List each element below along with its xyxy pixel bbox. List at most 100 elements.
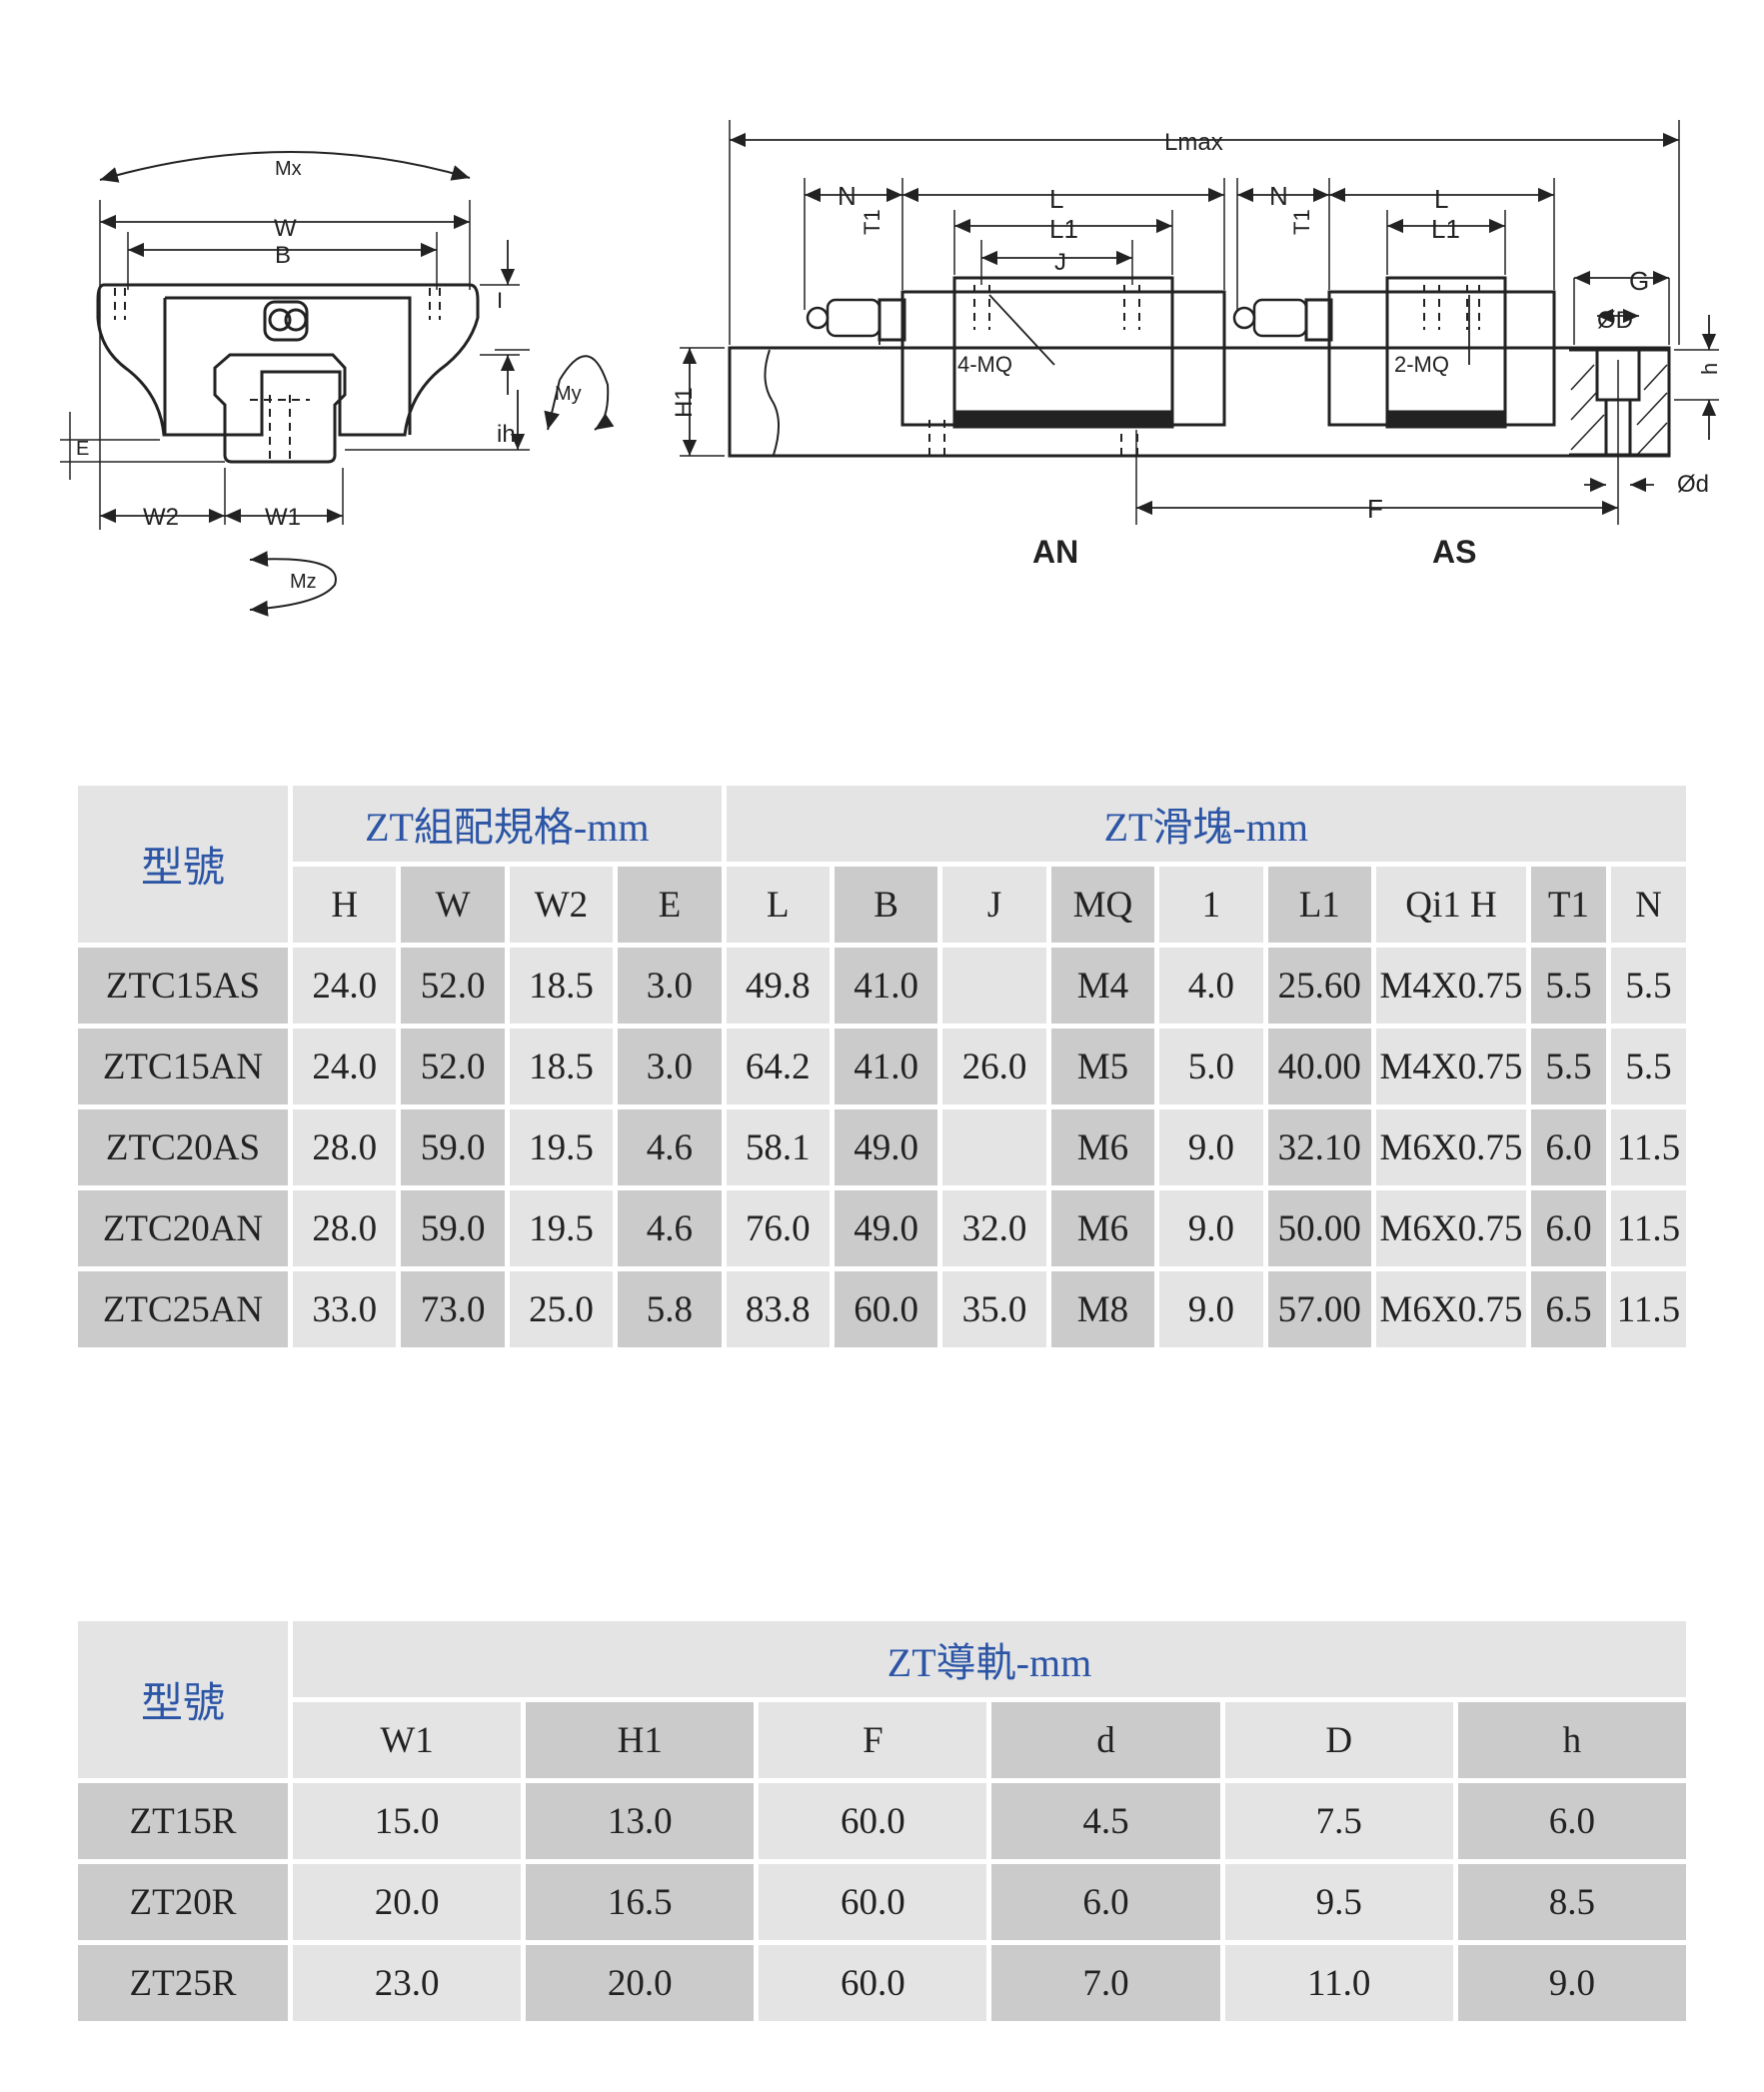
value-cell: 49.0: [834, 1190, 938, 1266]
value-cell: 49.0: [834, 1109, 938, 1185]
value-cell: 57.00: [1267, 1271, 1371, 1347]
value-cell: 7.5: [1224, 1783, 1453, 1859]
value-cell: 28.0: [293, 1190, 397, 1266]
value-cell: 15.0: [293, 1783, 522, 1859]
value-cell: 18.5: [509, 1029, 614, 1104]
value-cell: M6: [1050, 1190, 1155, 1266]
mq2-label: 2-MQ: [1394, 352, 1449, 377]
value-cell: 58.1: [726, 1109, 830, 1185]
value-cell: M4: [1050, 948, 1155, 1024]
value-cell: 11.5: [1610, 1190, 1686, 1266]
column-header: L: [726, 867, 830, 943]
value-cell: 5.5: [1610, 948, 1686, 1024]
value-cell: 19.5: [509, 1190, 614, 1266]
value-cell: 52.0: [401, 1029, 505, 1104]
value-cell: M4X0.75: [1375, 948, 1526, 1024]
value-cell: 9.0: [1159, 1109, 1263, 1185]
column-header: E: [618, 867, 722, 943]
value-cell: 32.10: [1267, 1109, 1371, 1185]
value-cell: 59.0: [401, 1109, 505, 1185]
phi-d-label: Ød: [1677, 471, 1709, 498]
model-header: 型號: [78, 786, 288, 943]
value-cell: 24.0: [293, 948, 397, 1024]
model-cell: ZTC20AN: [78, 1190, 288, 1266]
column-header: W: [401, 867, 505, 943]
e-label: E: [76, 438, 89, 460]
value-cell: M4X0.75: [1375, 1029, 1526, 1104]
h1-label: H1: [671, 387, 698, 418]
table-column-header-row: H W W2 E L B J MQ 1 L1 Qi1 H T1 N: [78, 867, 1686, 943]
value-cell: 6.5: [1530, 1271, 1606, 1347]
lmax-label: Lmax: [1164, 129, 1223, 156]
cross-section-view: [60, 151, 615, 617]
model-cell: ZTC25AN: [78, 1271, 288, 1347]
column-header: 1: [1159, 867, 1263, 943]
t1-label-as: T1: [1289, 209, 1314, 235]
l1-label-an: L1: [1049, 214, 1078, 244]
value-cell: 4.6: [618, 1190, 722, 1266]
value-cell: 41.0: [834, 1029, 938, 1104]
value-cell: 9.0: [1159, 1190, 1263, 1266]
column-header: W1: [293, 1702, 522, 1778]
l-label-as: L: [1434, 184, 1448, 214]
column-header: Qi1 H: [1375, 867, 1526, 943]
value-cell: 32.0: [942, 1190, 1046, 1266]
value-cell: 8.5: [1457, 1864, 1686, 1940]
value-cell: 5.5: [1610, 1029, 1686, 1104]
value-cell: 49.8: [726, 948, 830, 1024]
value-cell: 6.0: [991, 1864, 1220, 1940]
technical-drawing: Mx W B I My ih E W2 W1 Mz: [60, 120, 1722, 617]
i-label: I: [497, 288, 503, 313]
n-label-as: N: [1269, 181, 1288, 211]
carriage-spec-table: 型號 ZT組配規格-mm ZT滑塊-mm H W W2 E L B J MQ 1…: [73, 781, 1691, 1352]
value-cell: 64.2: [726, 1029, 830, 1104]
mz-label: Mz: [290, 571, 317, 593]
value-cell: M5: [1050, 1029, 1155, 1104]
value-cell: 13.0: [526, 1783, 755, 1859]
column-header: H1: [526, 1702, 755, 1778]
value-cell: 26.0: [942, 1029, 1046, 1104]
w2-label: W2: [143, 504, 179, 531]
value-cell: 19.5: [509, 1109, 614, 1185]
value-cell: 60.0: [759, 1864, 987, 1940]
n-label-an: N: [838, 181, 857, 211]
value-cell: 20.0: [293, 1864, 522, 1940]
w-label: W: [274, 215, 297, 242]
value-cell: 18.5: [509, 948, 614, 1024]
value-cell: 60.0: [834, 1271, 938, 1347]
value-cell: 9.5: [1224, 1864, 1453, 1940]
column-header: L1: [1267, 867, 1371, 943]
value-cell: M6: [1050, 1109, 1155, 1185]
value-cell: 3.0: [618, 948, 722, 1024]
value-cell: 60.0: [759, 1945, 987, 2021]
l-label-an: L: [1049, 184, 1063, 214]
value-cell: 11.5: [1610, 1109, 1686, 1185]
value-cell: 35.0: [942, 1271, 1046, 1347]
column-header: D: [1224, 1702, 1453, 1778]
value-cell: 33.0: [293, 1271, 397, 1347]
model-cell: ZTC15AN: [78, 1029, 288, 1104]
l1-label-as: L1: [1431, 214, 1460, 244]
value-cell: 3.0: [618, 1029, 722, 1104]
column-header: d: [991, 1702, 1220, 1778]
table-group-header-row: 型號 ZT組配規格-mm ZT滑塊-mm: [78, 786, 1686, 943]
as-label: AS: [1432, 534, 1476, 570]
value-cell: 9.0: [1159, 1271, 1263, 1347]
value-cell: 60.0: [759, 1783, 987, 1859]
value-cell: M8: [1050, 1271, 1155, 1347]
value-cell: M6X0.75: [1375, 1190, 1526, 1266]
column-header: J: [942, 867, 1046, 943]
value-cell: 6.0: [1457, 1783, 1686, 1859]
value-cell: 25.0: [509, 1271, 614, 1347]
column-header: W2: [509, 867, 614, 943]
value-cell: 25.60: [1267, 948, 1371, 1024]
b-label: B: [275, 242, 291, 269]
w1-label: W1: [265, 504, 301, 531]
value-cell: 5.8: [618, 1271, 722, 1347]
